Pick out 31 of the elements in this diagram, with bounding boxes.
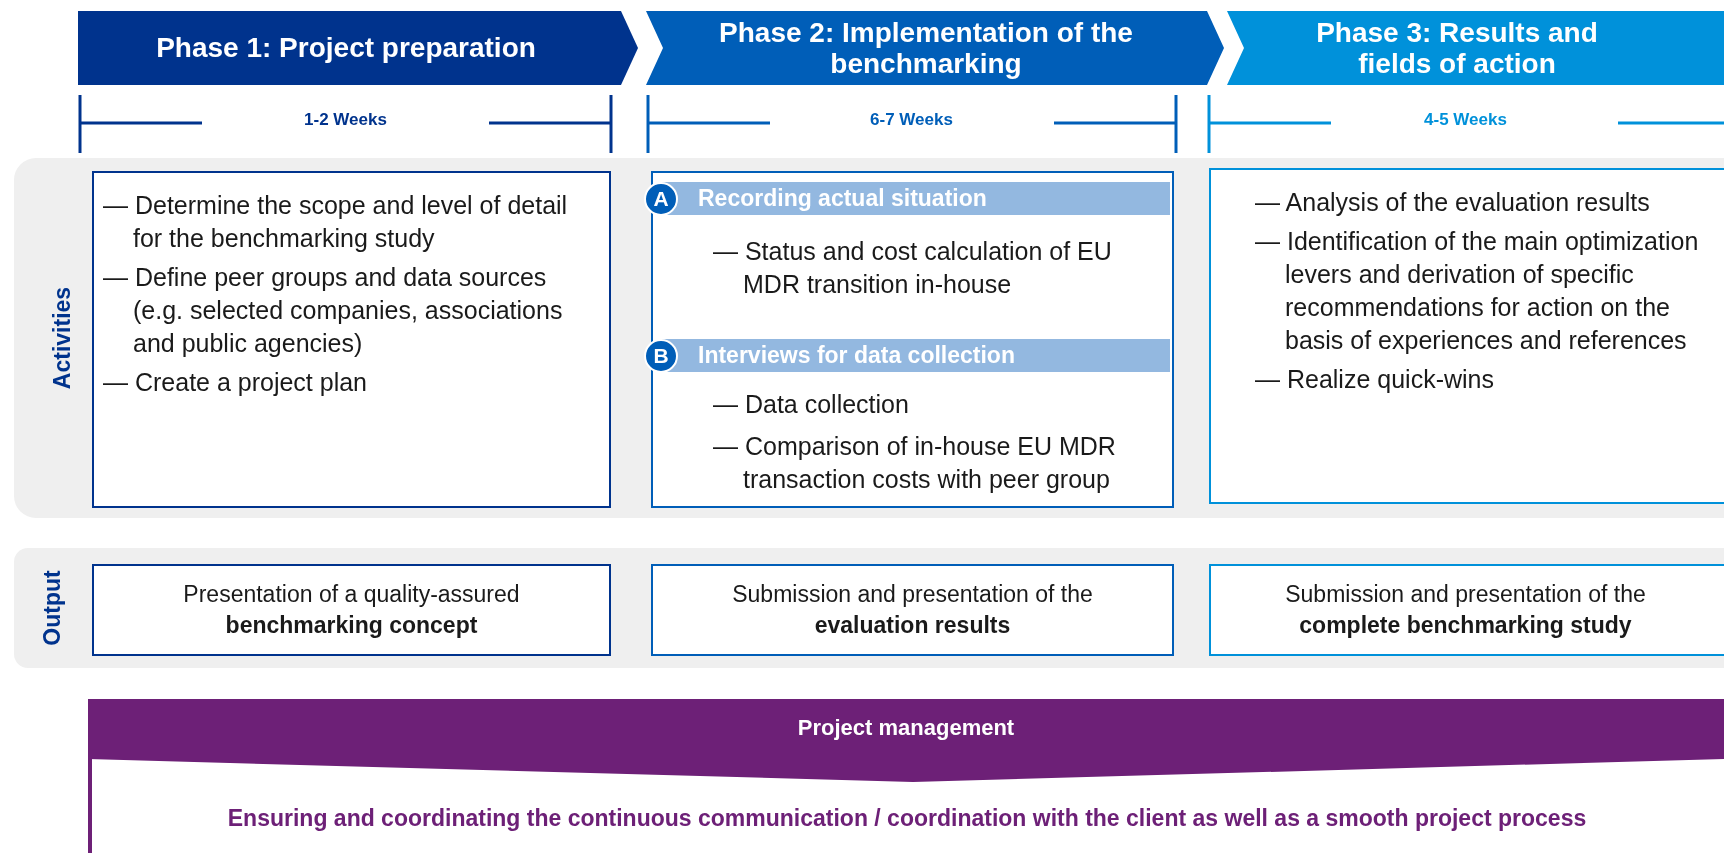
output-text: Submission and presentation of the evaluation results [732,579,1093,640]
row-label: Output [38,570,66,646]
bullet-text: — Identification of the main optimization levers and derivation of specific recommendations for action on the basis of experiences and references [1255,226,1700,356]
output-text: Presentation of a quality-assured benchmarking concept [183,579,520,640]
activity-panel [92,171,611,508]
bullet-text: — Status and cost calculation of EU MDR transition in-house [713,236,1113,300]
bullet-text: — Data collection [713,389,910,420]
activity-panel [1209,168,1724,504]
bullet-text: — Determine the scope and level of detail for the benchmarking study [103,190,569,254]
phase-title: Phase 2: Implementation of the benchmarking [718,16,1134,80]
output-panel [651,564,1174,656]
bullet-text: — Define peer groups and data sources (e.g. selected companies, associations and public agencies) [103,262,564,359]
phase-header [646,11,1224,85]
duration-label: 1-2 Weeks [303,110,388,130]
phase-header [1227,11,1724,85]
phase-title: Phase 1: Project preparation [155,32,537,64]
phase-title: Phase 3: Results and fields of action [1315,16,1599,80]
row-label: Activities [48,286,76,390]
bullet-text: — Analysis of the evaluation results [1255,187,1651,218]
banner-title: Project management [796,715,1016,741]
project-management-banner [88,699,1724,853]
phase-header [78,11,638,85]
output-panel [1209,564,1724,656]
duration-label: 6-7 Weeks [869,110,954,130]
duration-label: 4-5 Weeks [1423,110,1508,130]
bullet-text: — Comparison of in-house EU MDR transaction costs with peer group [713,431,1117,495]
banner-text: Ensuring and coordinating the continuous communication / coordination with the client as well as a smooth project process [226,805,1588,832]
bullet-text: — Create a project plan [103,367,369,398]
output-panel [92,564,611,656]
output-text: Submission and presentation of the complete benchmarking study [1285,579,1646,640]
bullet-text: — Realize quick-wins [1255,364,1495,395]
